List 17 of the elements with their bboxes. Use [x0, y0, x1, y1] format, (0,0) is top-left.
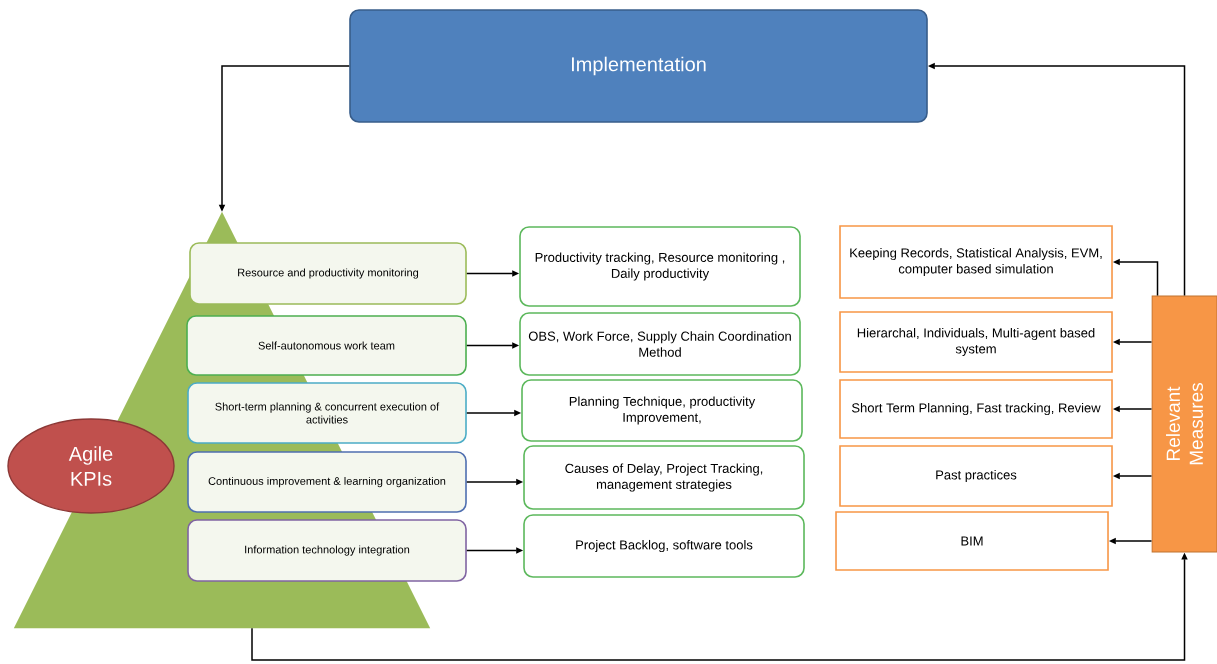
implementation-box: Implementation	[349, 9, 928, 123]
measure-box: BIM	[835, 511, 1109, 571]
measures-bar: Relevant Measures	[1151, 295, 1217, 553]
kpi-box: Information technology integration	[187, 519, 467, 582]
method-box: Project Backlog, software tools	[523, 514, 805, 578]
method-box: Causes of Delay, Project Tracking, management strategies	[523, 445, 805, 510]
measure-box: Short Term Planning, Fast tracking, Review	[839, 379, 1113, 439]
method-box: Productivity tracking, Resource monitoring , Daily productivity	[519, 226, 801, 307]
measure-box: Hierarchal, Individuals, Multi-agent based system	[839, 311, 1113, 373]
kpi-box: Continuous improvement & learning organization	[187, 451, 467, 513]
method-box: Planning Technique, productivity Improvement,	[521, 379, 803, 442]
measure-box: Past practices	[839, 445, 1113, 507]
kpi-box: Short-term planning & concurrent execution of activities	[187, 382, 467, 444]
kpi-box: Resource and productivity monitoring	[189, 242, 467, 305]
method-box: OBS, Work Force, Supply Chain Coordination Method	[519, 312, 801, 376]
measure-box: Keeping Records, Statistical Analysis, EVM, computer based simulation	[839, 225, 1113, 299]
kpi-box: Self-autonomous work team	[186, 315, 467, 376]
